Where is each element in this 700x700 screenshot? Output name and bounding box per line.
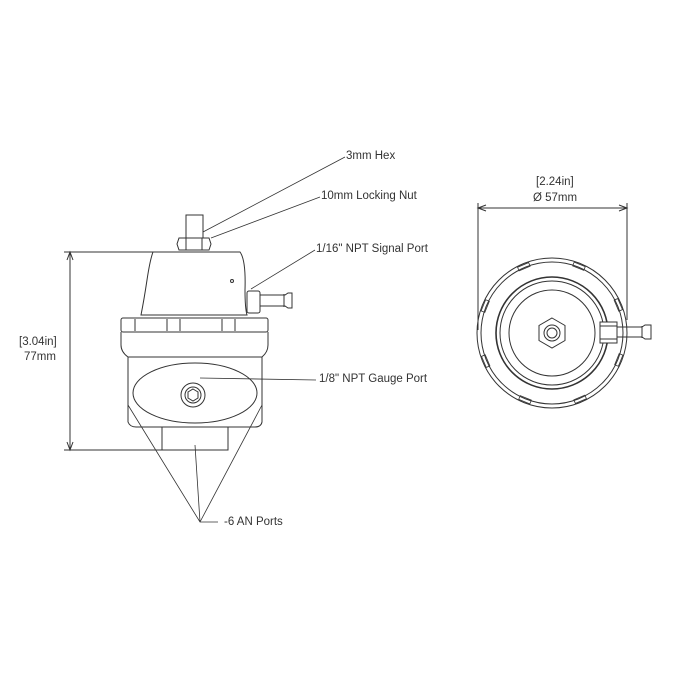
callout-3mm-hex: 3mm Hex — [346, 150, 396, 162]
height-mm-label: 77mm — [24, 351, 56, 363]
diameter-mm-label: Ø 57mm — [533, 192, 578, 204]
height-in-label: [3.04in] — [19, 336, 57, 348]
center-nut — [538, 317, 566, 349]
lower-body — [127, 357, 263, 428]
diameter-in-label: [2.24in] — [536, 176, 574, 188]
ring-notch — [614, 353, 624, 367]
outer-ring — [476, 257, 628, 409]
gauge-port — [180, 382, 206, 408]
ring — [120, 317, 269, 333]
top-signal-nut — [599, 321, 618, 344]
callout-signal-port: 1/16" NPT Signal Port — [316, 243, 428, 255]
gauge-oval — [132, 362, 258, 424]
ring-notch — [572, 261, 586, 271]
signal-barb — [260, 292, 293, 309]
ring-notch — [613, 298, 623, 312]
top-view — [476, 203, 652, 409]
hex-stem — [185, 214, 204, 239]
ring-notch — [481, 354, 491, 368]
ring-notch — [517, 262, 531, 272]
ring-notch — [480, 299, 490, 313]
callout-an-ports: -6 AN Ports — [224, 516, 283, 528]
callout-gauge-port: 1/8" NPT Gauge Port — [319, 373, 428, 385]
ring-notch — [573, 394, 587, 404]
height-dimension — [64, 250, 165, 452]
ring-notch — [518, 395, 532, 405]
locking-nut — [176, 237, 212, 251]
top-signal-barb — [617, 324, 652, 340]
diameter-dimension — [476, 203, 629, 330]
cap — [140, 251, 248, 316]
callout-locking-nut: 10mm Locking Nut — [321, 190, 417, 202]
side-view — [64, 156, 346, 523]
signal-fitting-nut — [246, 290, 261, 314]
ring-lower — [120, 332, 269, 358]
leader-lines — [127, 156, 346, 523]
